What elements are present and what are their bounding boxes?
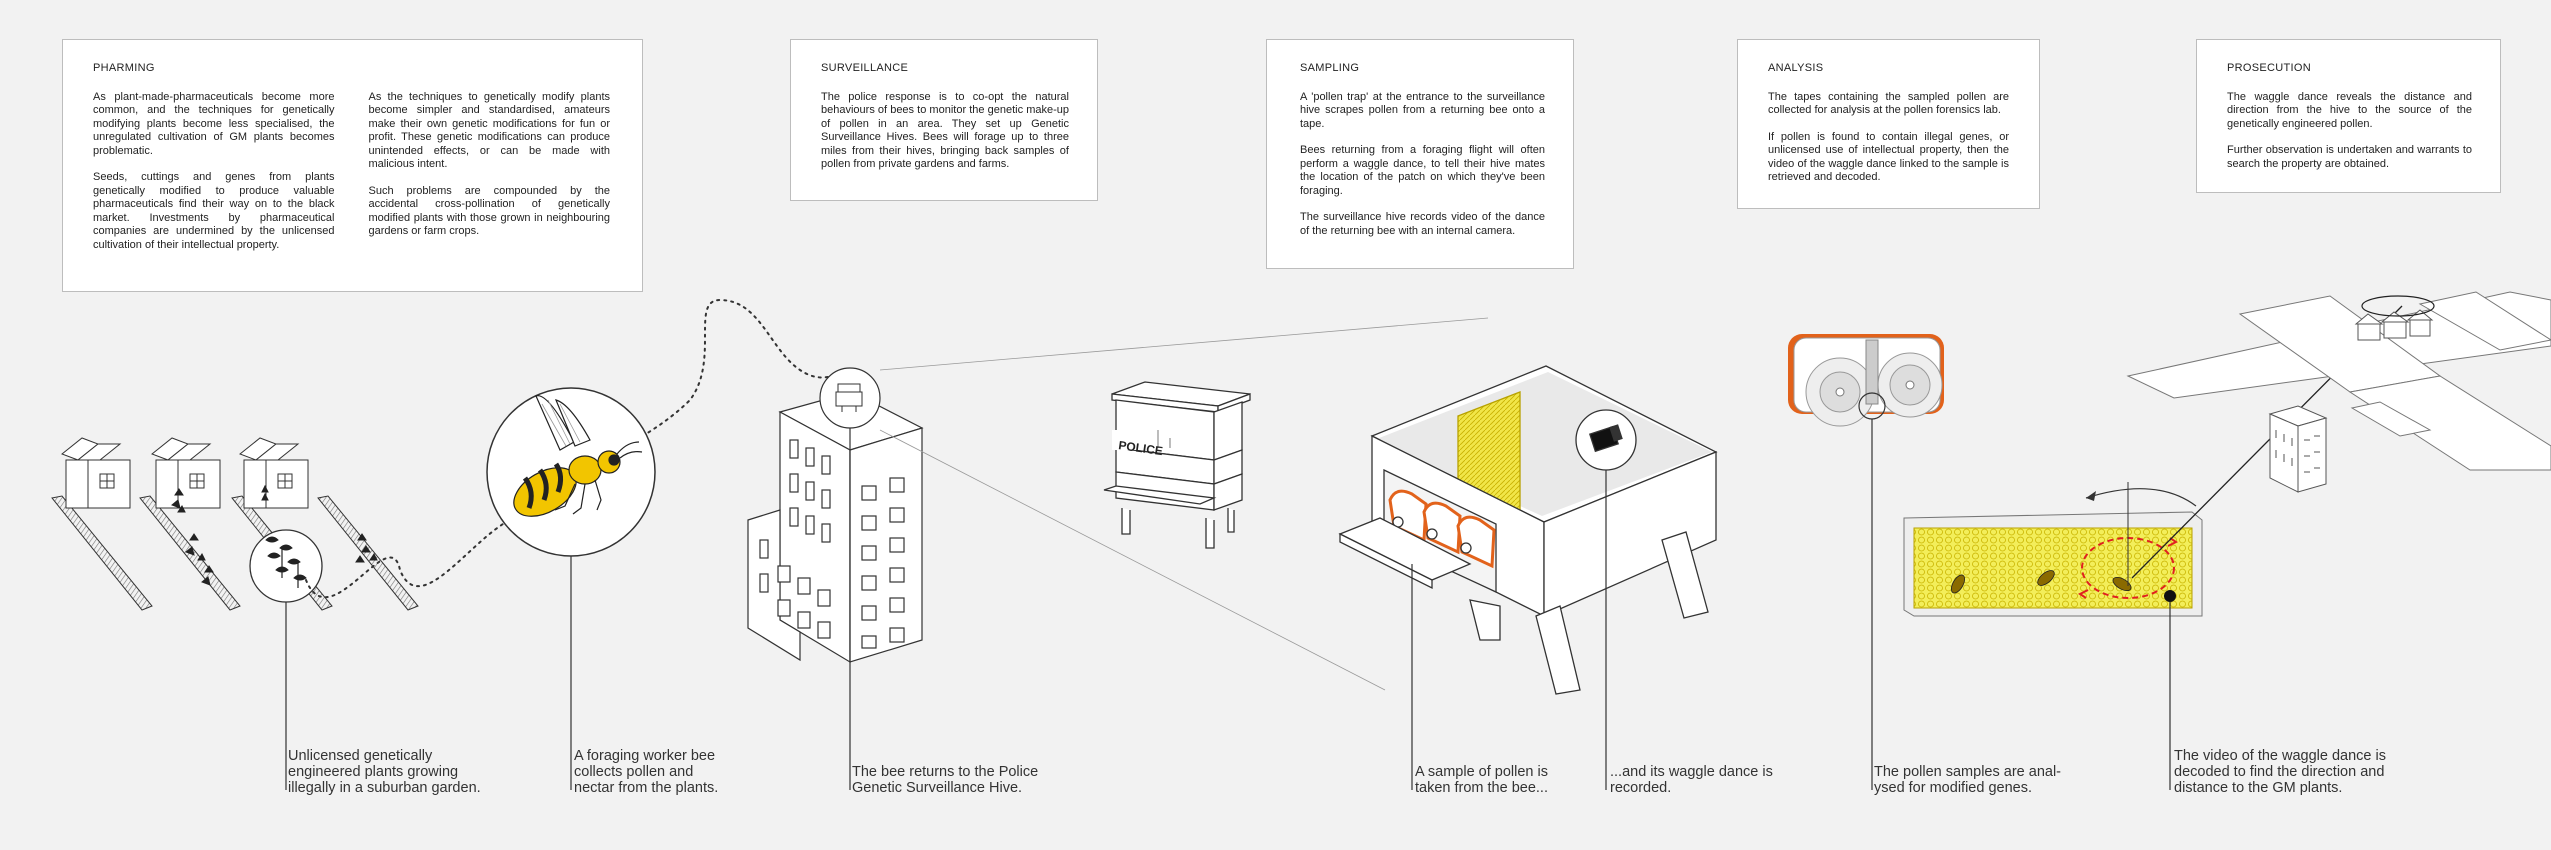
office-building-icon [747,367,924,790]
panel-title: PHARMING [93,62,155,74]
panel-title: PROSECUTION [2227,62,2311,74]
house-icon [151,437,221,509]
panel-paragraph: Bees returning from a foraging flight wi… [1300,144,1545,197]
panel-pharming: PHARMING As plant-made-pharmaceuticals b… [62,39,643,292]
gm-plants [171,484,378,586]
hedge [51,495,153,611]
angle-arc [2085,488,2197,507]
caption-dance: ...and its waggle dance is recorded. [1610,764,1773,796]
caption-bee: A foraging worker bee collects pollen an… [574,748,719,796]
panel-paragraph: As the techniques to genetically modify … [368,90,611,171]
house-icon [2354,309,2434,341]
beehive-icon [835,383,863,412]
panel-paragraph: The tapes containing the sampled pollen … [1768,90,2009,117]
caption-sample: A sample of pollen is taken from the bee… [1415,764,1548,796]
panel-paragraph: Seeds, cuttings and genes from plants ge… [93,171,335,251]
police-sign: POLICE [1118,438,1164,458]
panel-paragraph: The waggle dance reveals the distance an… [2227,90,2472,130]
panel-analysis: ANALYSIS The tapes containing the sample… [1737,39,2040,209]
surveillance-hive-icon [1338,365,1718,790]
panel-title: ANALYSIS [1768,62,1824,74]
panel-surveillance: SURVEILLANCE The police response is to c… [790,39,1098,201]
bee-small-icon [1950,570,2132,594]
caption-garden: Unlicensed genetically engineered plants… [288,748,481,796]
caption-lab: The pollen samples are anal-ysed for mod… [1874,764,2061,796]
hedge [317,495,419,611]
panel-paragraph: As plant-made-pharmaceuticals become mor… [93,90,335,157]
camera-icon [1588,424,1623,453]
honeycomb-icon [1903,305,2403,790]
plant-icon [265,536,307,588]
caption-returns: The bee returns to the Police Genetic Su… [852,764,1039,796]
pollen-trap [1388,489,1496,569]
caption-video: The video of the waggle dance is decoded… [2174,748,2386,796]
panel-prosecution: PROSECUTION The waggle dance reveals the… [2196,39,2501,193]
panel-sampling: SAMPLING A 'pollen trap' at the entrance… [1266,39,1574,269]
panel-paragraph: If pollen is found to contain illegal ge… [1768,130,2009,184]
suburban-garden-illustration [51,437,419,790]
office-building-icon [2268,405,2328,493]
panel-paragraph: The police response is to co-opt the nat… [821,90,1069,171]
tape-analyser-icon [1788,334,1944,790]
panel-paragraph: Such problems are compounded by the acci… [368,184,611,238]
bee-icon [513,395,643,517]
plant-magnifier [249,529,323,603]
panel-paragraph: The surveillance hive records video of t… [1300,211,1545,237]
bee-magnifier [486,387,656,790]
panel-paragraph: Further observation is undertaken and wa… [2227,144,2472,170]
panel-title: SURVEILLANCE [821,62,909,74]
panel-title: SAMPLING [1300,62,1360,74]
street-map-icon [2126,291,2551,493]
police-beehive-icon [1103,381,1251,549]
house-icon [61,437,131,509]
panel-paragraph: A 'pollen trap' at the entrance to the s… [1300,90,1545,130]
house-icon [239,437,309,509]
